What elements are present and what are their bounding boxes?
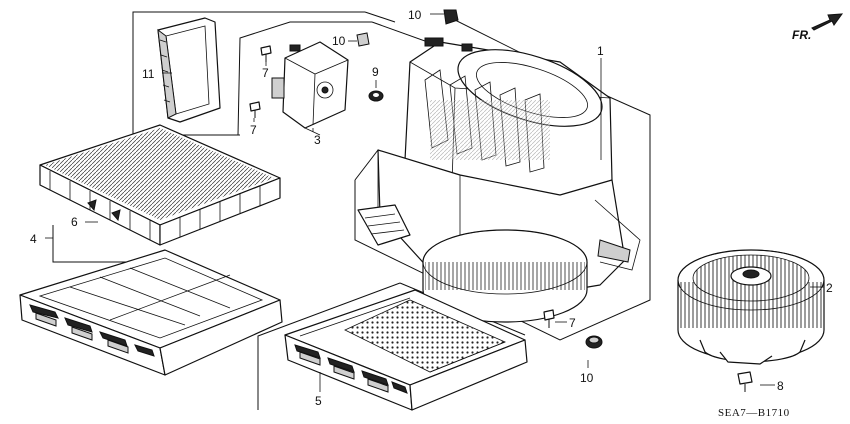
air-filter-part-6	[39, 124, 281, 246]
callout-6: 6	[71, 215, 78, 229]
callout-4: 4	[30, 232, 37, 246]
drawing-code: SEA7—B1710	[718, 407, 790, 419]
callout-7-middle: 7	[250, 123, 257, 137]
clip-10-middle	[356, 32, 370, 47]
screw-7-upper	[260, 45, 272, 62]
callout-1: 1	[597, 44, 604, 58]
front-direction-indicator: FR.	[792, 13, 844, 42]
callout-10-lower: 10	[580, 371, 594, 385]
filter-case-part-4	[19, 249, 283, 376]
callout-2: 2	[826, 281, 833, 295]
screw-7-middle	[249, 101, 261, 118]
leader-lines	[45, 13, 824, 392]
fan-motor-part-2	[677, 249, 825, 365]
callout-10-upper: 10	[408, 8, 422, 22]
callout-11: 11	[142, 67, 155, 81]
callout-5: 5	[315, 394, 322, 408]
filter-case-part-5	[284, 289, 528, 411]
front-direction-label: FR.	[792, 28, 811, 42]
actuator-part-3	[271, 41, 349, 129]
clip-10-lower	[585, 335, 603, 349]
clip-10-upper	[443, 9, 459, 25]
seal-gasket-part-11	[157, 17, 221, 123]
callout-3: 3	[314, 133, 321, 147]
callout-7-upper: 7	[262, 66, 269, 80]
front-arrow-icon	[811, 13, 844, 31]
callout-labels: 11 7 7 3 10 10 9 1 6 4 2 7 10 8 5	[30, 8, 833, 408]
callout-9: 9	[372, 65, 379, 79]
blower-housing-part-1	[357, 37, 641, 323]
callout-10-middle: 10	[332, 34, 346, 48]
nut-9	[368, 90, 384, 102]
screw-8	[737, 371, 753, 392]
callout-7-lower: 7	[569, 316, 576, 330]
screw-7-lower	[543, 309, 555, 328]
callout-8: 8	[777, 379, 784, 393]
